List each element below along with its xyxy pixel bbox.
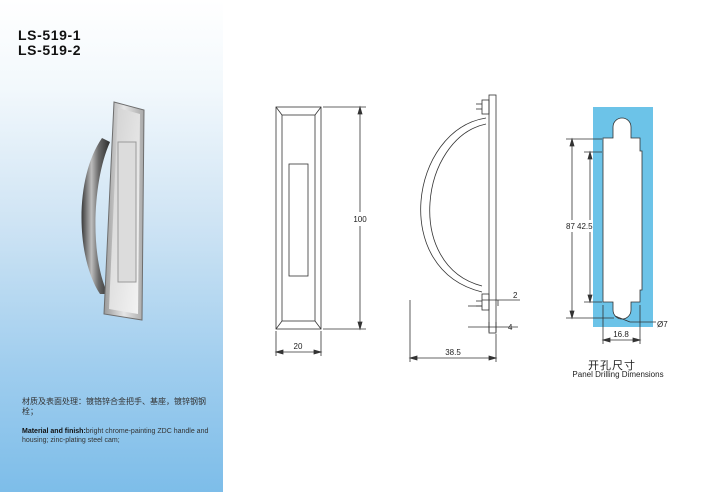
panel-cutout-view: [566, 107, 656, 344]
material-label: Material and finish:: [22, 428, 86, 435]
dim-cut-width-label: 16.8: [613, 330, 629, 339]
model-number-1: LS-519-1: [18, 27, 82, 43]
dim-cut-height-label: 87: [566, 222, 575, 231]
dim-thickness-label: 4: [508, 323, 513, 332]
width-dimension: [274, 331, 323, 356]
gap-dimension: [468, 299, 520, 307]
dim-gap-label: 2: [513, 291, 518, 300]
housing-slot: [117, 141, 137, 283]
model-number-2: LS-519-2: [18, 42, 82, 58]
material-description-en: Material and finish:bright chrome-painti…: [22, 427, 217, 445]
material-description-cn: 材质及表面处理：镀铬锌合金把手、基座，镀锌钢钢栓；: [22, 397, 206, 416]
thickness-dimension: [468, 322, 518, 332]
material-text: bright chrome-painting ZDC handle and ho…: [22, 428, 209, 444]
product-photo: [81, 101, 145, 321]
dim-cut-inner-label: 42.5: [577, 222, 593, 231]
dim-width-label: 20: [294, 342, 303, 351]
dim-depth-label: 38.5: [445, 348, 461, 357]
dim-hole-label: Ø7: [657, 320, 668, 329]
handle-shape: [81, 138, 110, 294]
depth-dimension: [408, 300, 498, 362]
cutout-shape: [602, 117, 643, 320]
caption-en: Panel Drilling Dimensions: [572, 370, 664, 379]
caption-cn: 开孔尺寸: [588, 360, 636, 372]
info-panel: LS-519-1 LS-519-2 材质及表面处理：镀铬锌合金把手、基: [0, 0, 223, 492]
height-dimension: [323, 105, 366, 331]
front-view: [275, 106, 322, 330]
side-view: [420, 94, 497, 334]
dim-height-label: 100: [353, 215, 367, 224]
